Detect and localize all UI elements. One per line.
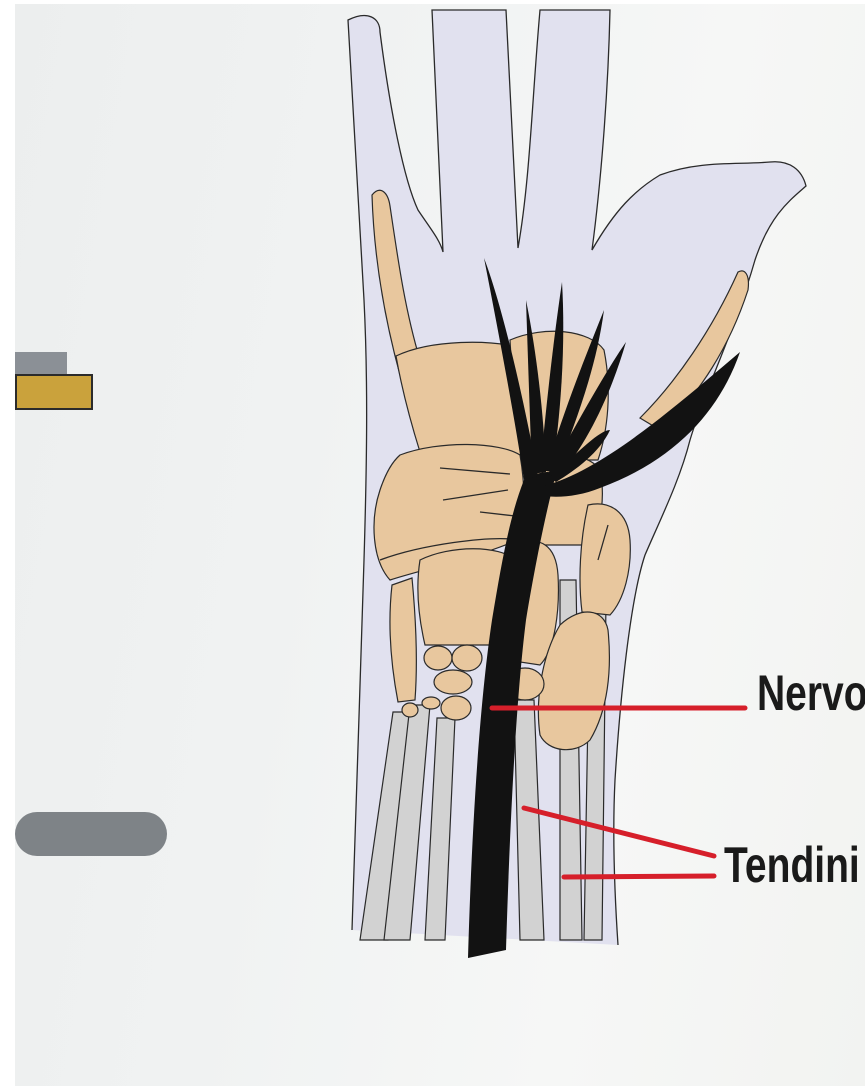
sesamoid-bone [441, 696, 471, 720]
sesamoid-bone [424, 646, 452, 670]
nerve-label: Nervo [757, 668, 865, 718]
sesamoid-bone [452, 645, 482, 671]
sesamoid-bone [422, 697, 440, 709]
sesamoid-bone [434, 670, 472, 694]
tendon-leader-line-lower [564, 876, 714, 877]
sesamoid-bone [402, 703, 418, 717]
tendons-label: Tendini [724, 840, 860, 890]
